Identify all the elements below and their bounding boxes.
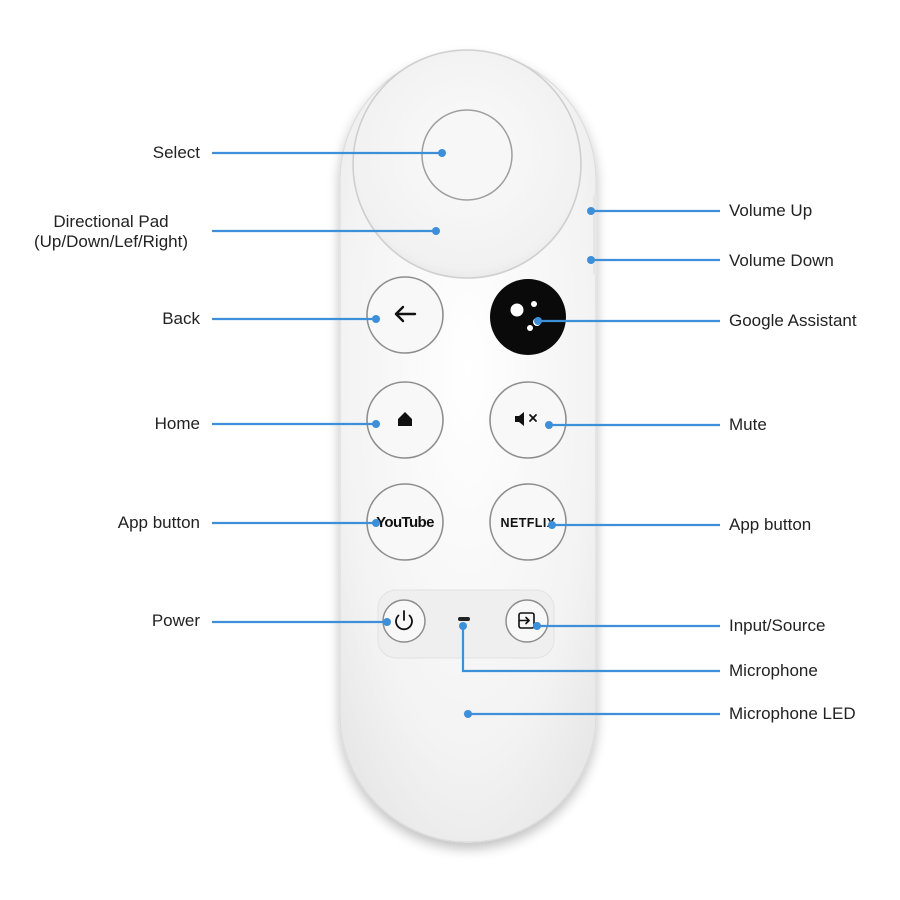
input-source-icon [518,612,535,629]
netflix-button[interactable]: NETFLIX [489,483,567,561]
label-select: Select [152,143,200,162]
label-power: Power [151,611,200,630]
home-button[interactable] [366,381,444,459]
label-volume-down: Volume Down [729,251,834,270]
label-volume-up: Volume Up [729,201,813,220]
label-directional-pad-line1: Directional Pad [53,212,169,231]
arrow-left-icon [394,305,417,323]
callout-lines-left [212,149,446,626]
home-icon [398,412,412,426]
select-button[interactable] [421,109,513,201]
callout-lines-right [459,207,720,718]
back-button[interactable] [366,276,444,354]
label-microphone: Microphone [729,661,818,680]
label-google-assistant: Google Assistant [729,311,857,330]
label-directional-pad-line2: (Up/Down/Lef/Right) [33,232,188,251]
power-icon [395,610,413,631]
label-back: Back [162,309,200,328]
label-microphone-led: Microphone LED [729,704,856,723]
label-input-source: Input/Source [729,616,826,635]
label-mute: Mute [729,415,767,434]
volume-rocker[interactable] [593,195,597,275]
label-app-button-left: App button [117,513,200,532]
google-assistant-button[interactable] [490,279,566,355]
label-home: Home [154,414,200,433]
netflix-label: NETFLIX [501,516,556,530]
label-app-button-right: App button [729,515,812,534]
youtube-label: YouTube [376,514,434,531]
label-directional-pad: Directional Pad (Up/Down/Lef/Right) [0,212,226,252]
mute-button[interactable] [489,381,567,459]
speaker-mute-icon [515,412,537,426]
microphone-hole [458,617,470,621]
input-source-button[interactable] [505,599,549,643]
